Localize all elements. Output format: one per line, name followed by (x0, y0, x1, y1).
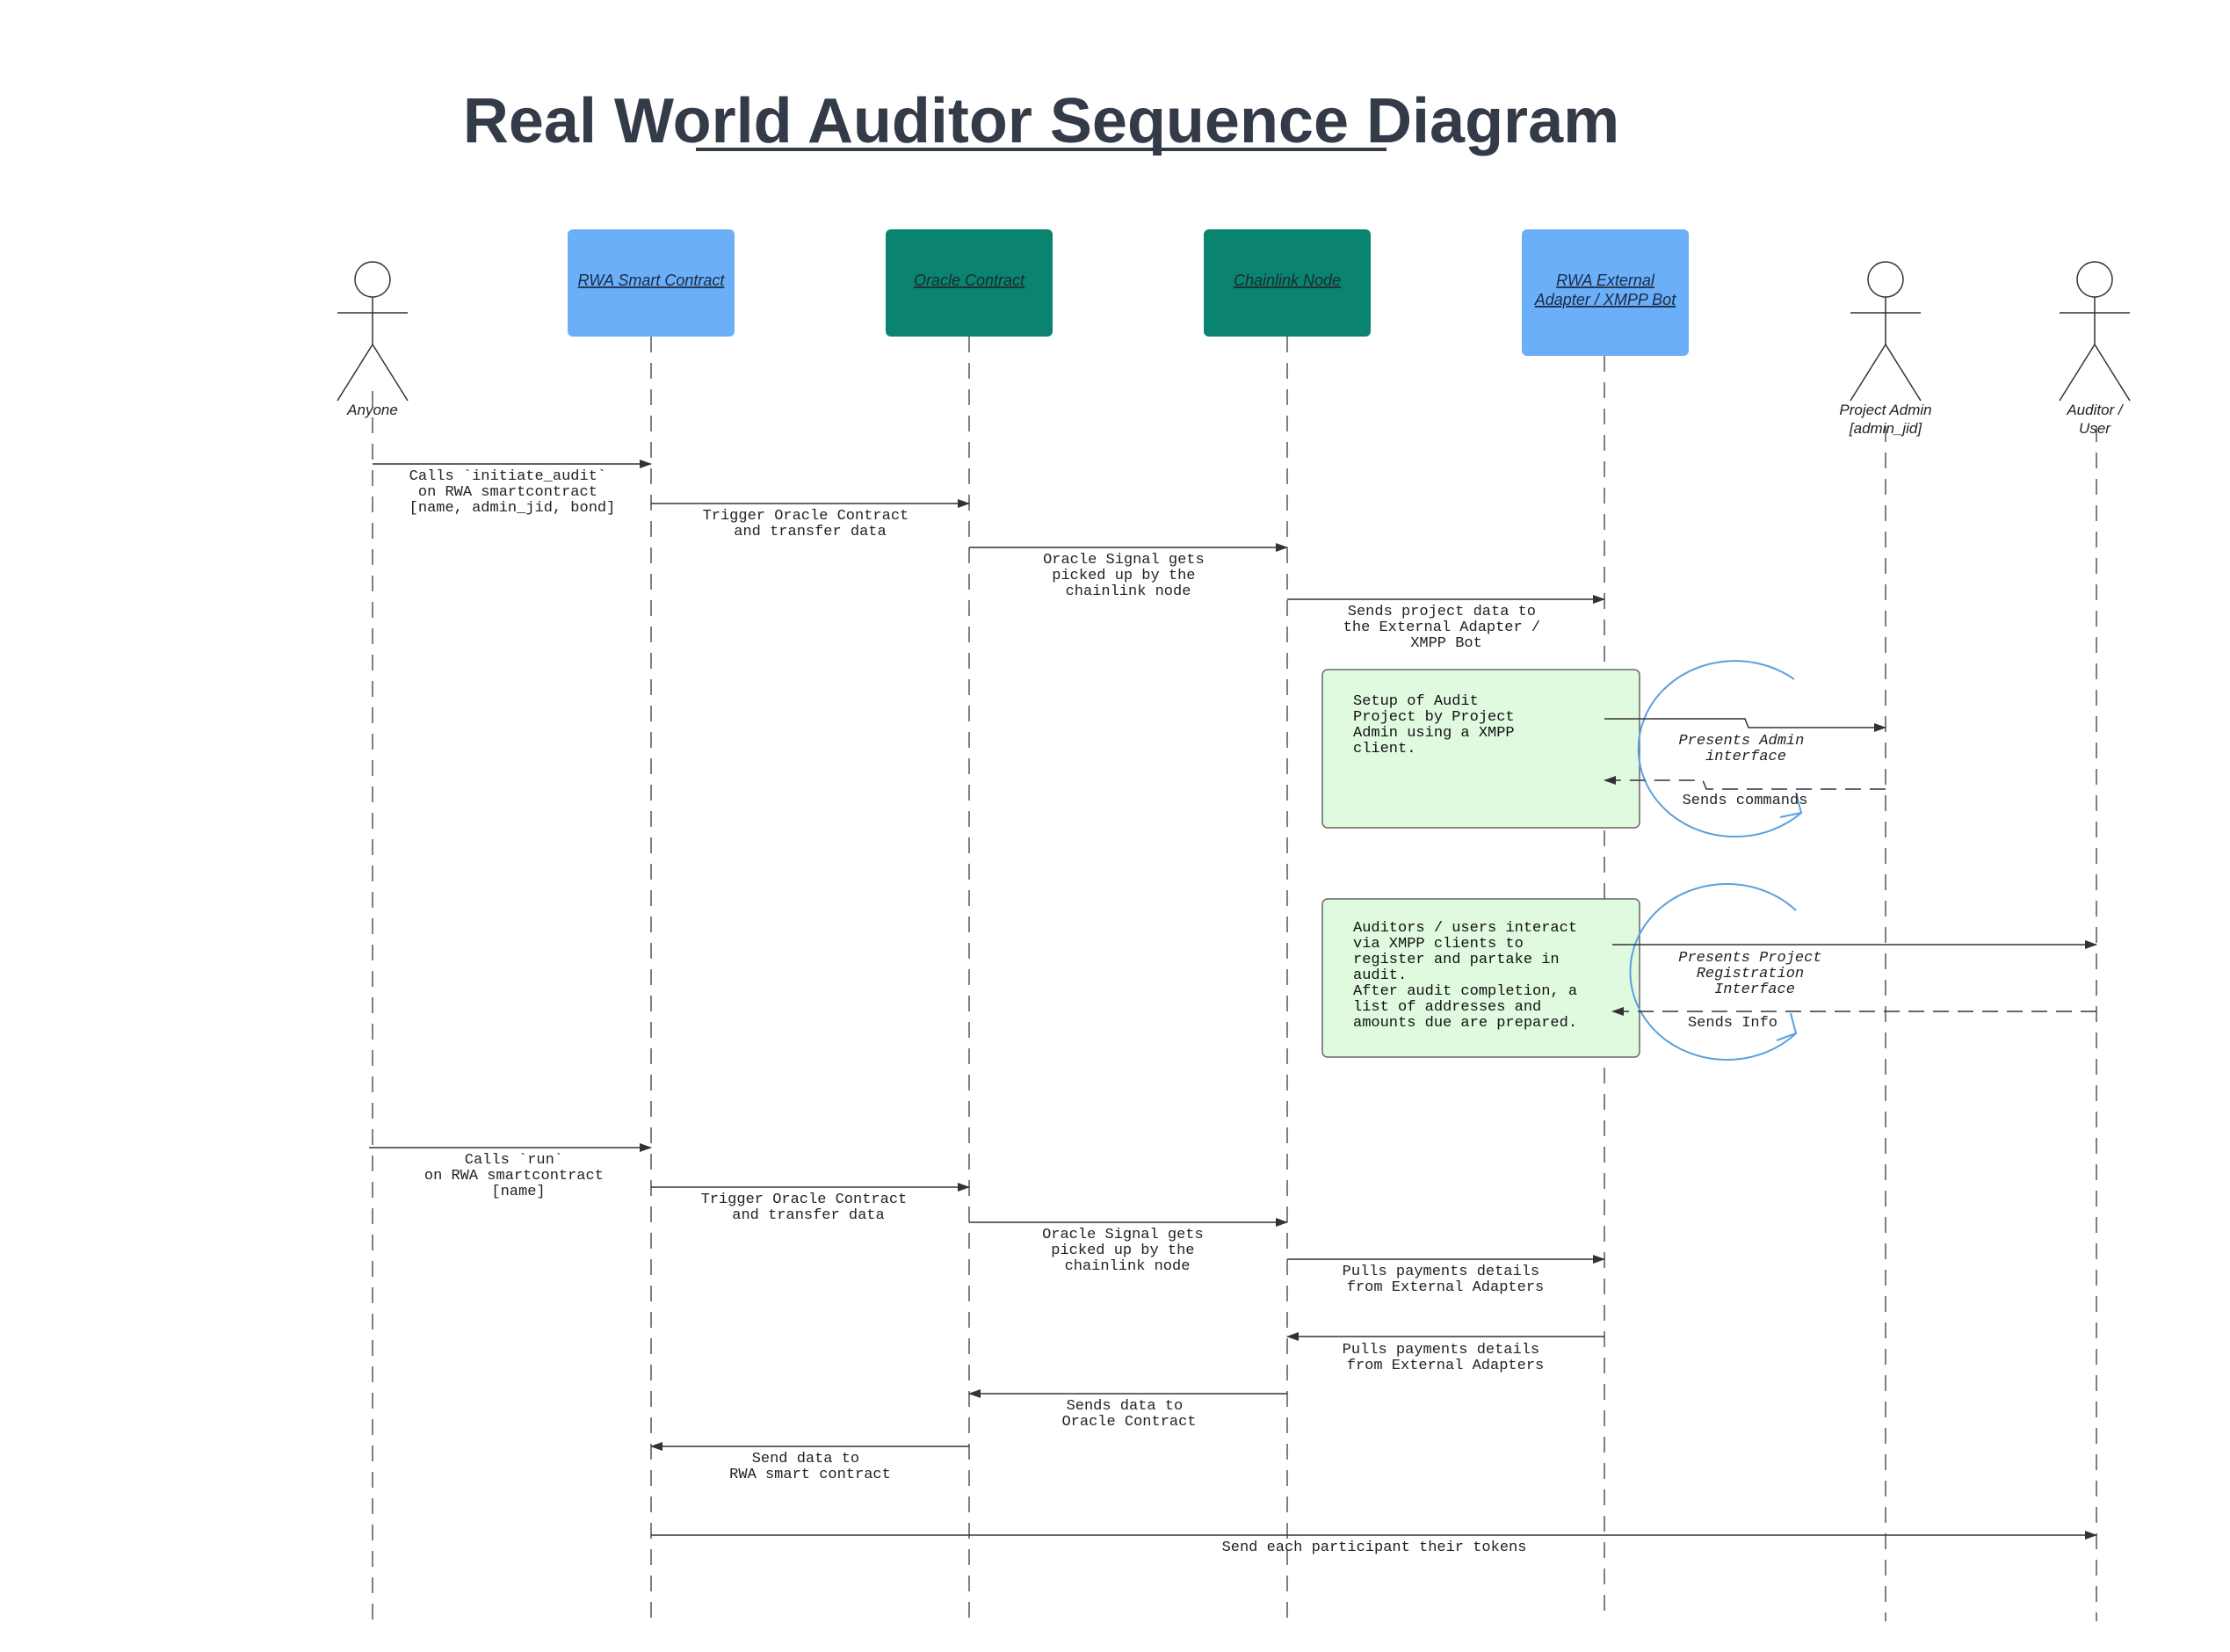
loop-arrow-auditor (1629, 883, 1797, 1061)
actor-project-admin: Project Admin [admin_jid] (1839, 261, 1932, 437)
message-send-data-to-rwa: Send data to RWA smart contract (650, 1442, 969, 1483)
stick-figure-icon (2076, 261, 2113, 298)
message-initiate-audit: Calls `initiate_audit` on RWA smartcontr… (373, 460, 652, 517)
svg-text:Trigger Oracle Contract: Trigger Oracle Contract and transfer dat… (701, 1192, 916, 1224)
note-auditor-interaction (1321, 898, 1640, 1058)
message-calls-run: Calls `run` on RWA smartcontract [name] (369, 1143, 652, 1200)
svg-text:Send data to RWA smart c: Send data to RWA smart contract (729, 1451, 891, 1483)
message-sends-info: Sends Info (1611, 1007, 2096, 1032)
message-trigger-oracle-2: Trigger Oracle Contract and transfer dat… (651, 1183, 970, 1224)
actor-anyone: Anyone (337, 261, 409, 418)
svg-text:Presents Project Registr: Presents Project Registration Interface (1678, 950, 1830, 998)
message-sends-project-data: Sends project data to the External Adapt… (1287, 595, 1605, 652)
participant-box (886, 229, 1053, 337)
loop-arrow-admin (1637, 660, 1802, 838)
message-send-tokens: Send each participant their tokens (651, 1531, 2097, 1556)
svg-text:Presents Admin interface: Presents Admin interface (1678, 733, 1813, 765)
actor-label-project-admin: Project Admin (1839, 402, 1931, 418)
participant-external-adapter: RWA External Adapter / XMPP Bot (1522, 229, 1689, 356)
actor-label-project-admin-id: [admin_jid] (1849, 420, 1922, 437)
note-audit-setup (1321, 669, 1640, 829)
message-oracle-signal-1: Oracle Signal gets picked up by the chai… (969, 543, 1288, 600)
svg-text:Send each participant their to: Send each participant their tokens (1222, 1540, 1527, 1556)
svg-text:Sends Info: Sends Info (1688, 1015, 1777, 1032)
actor-label-auditor-user: User (2079, 420, 2111, 437)
svg-text:Sends project data to th: Sends project data to the External Adapt… (1343, 604, 1550, 652)
participant-box (568, 229, 735, 337)
stick-figure-icon (1867, 261, 1904, 298)
participant-label-line1: RWA External (1556, 272, 1655, 289)
message-oracle-signal-2: Oracle Signal gets picked up by the chai… (969, 1218, 1288, 1275)
participant-box (1204, 229, 1371, 337)
note-audit-setup-text: Setup of Audit Project by Project Admin … (1353, 693, 1524, 757)
svg-text:Sends data to Oracle Con: Sends data to Oracle Contract (1061, 1398, 1196, 1431)
participant-box (1522, 229, 1689, 356)
page-title: Real World Auditor Sequence Diagram (463, 86, 1619, 156)
svg-text:Calls `run` on RWA smart: Calls `run` on RWA smartcontract [name] (424, 1152, 612, 1200)
message-pulls-payments-request: Pulls payments details from External Ada… (1287, 1255, 1605, 1296)
svg-text:Oracle Signal gets picke: Oracle Signal gets picked up by the chai… (1042, 1227, 1213, 1275)
actor-label-anyone: Anyone (346, 402, 398, 418)
participant-label: Chainlink Node (1234, 272, 1341, 289)
participant-oracle-contract: Oracle Contract (886, 229, 1053, 337)
participant-rwa-smart-contract: RWA Smart Contract (568, 229, 735, 337)
svg-text:Oracle Signal gets picke: Oracle Signal gets picked up by the chai… (1043, 552, 1213, 600)
stick-figure-icon (354, 261, 391, 298)
actor-label-auditor: Auditor / (2066, 402, 2125, 418)
svg-text:Trigger Oracle Contract: Trigger Oracle Contract and transfer dat… (703, 508, 918, 540)
svg-text:Calls `initiate_audit` o: Calls `initiate_audit` on RWA smartcontr… (409, 468, 616, 517)
message-sends-data-to-oracle: Sends data to Oracle Contract (968, 1389, 1287, 1431)
actor-auditor: Auditor / User (2059, 261, 2131, 437)
message-presents-registration-interface: Presents Project Registration Interface (1612, 940, 2097, 998)
participant-label-line2: Adapter / XMPP Bot (1534, 291, 1676, 308)
participant-label: Oracle Contract (914, 272, 1025, 289)
note-auditor-interaction-text: Auditors / users interact via XMPP clien… (1353, 920, 1586, 1032)
message-sends-commands: Sends commands (1604, 776, 1886, 809)
message-pulls-payments-response: Pulls payments details from External Ada… (1286, 1332, 1604, 1374)
message-trigger-oracle-1: Trigger Oracle Contract and transfer dat… (651, 499, 970, 540)
participant-label: RWA Smart Contract (578, 272, 726, 289)
svg-text:Sends commands: Sends commands (1683, 793, 1808, 809)
svg-text:Pulls payments details f: Pulls payments details from External Ada… (1343, 1264, 1549, 1296)
participant-chainlink-node: Chainlink Node (1204, 229, 1371, 337)
svg-text:Pulls payments details f: Pulls payments details from External Ada… (1343, 1342, 1549, 1374)
message-presents-admin-interface: Presents Admin interface (1604, 718, 1886, 765)
